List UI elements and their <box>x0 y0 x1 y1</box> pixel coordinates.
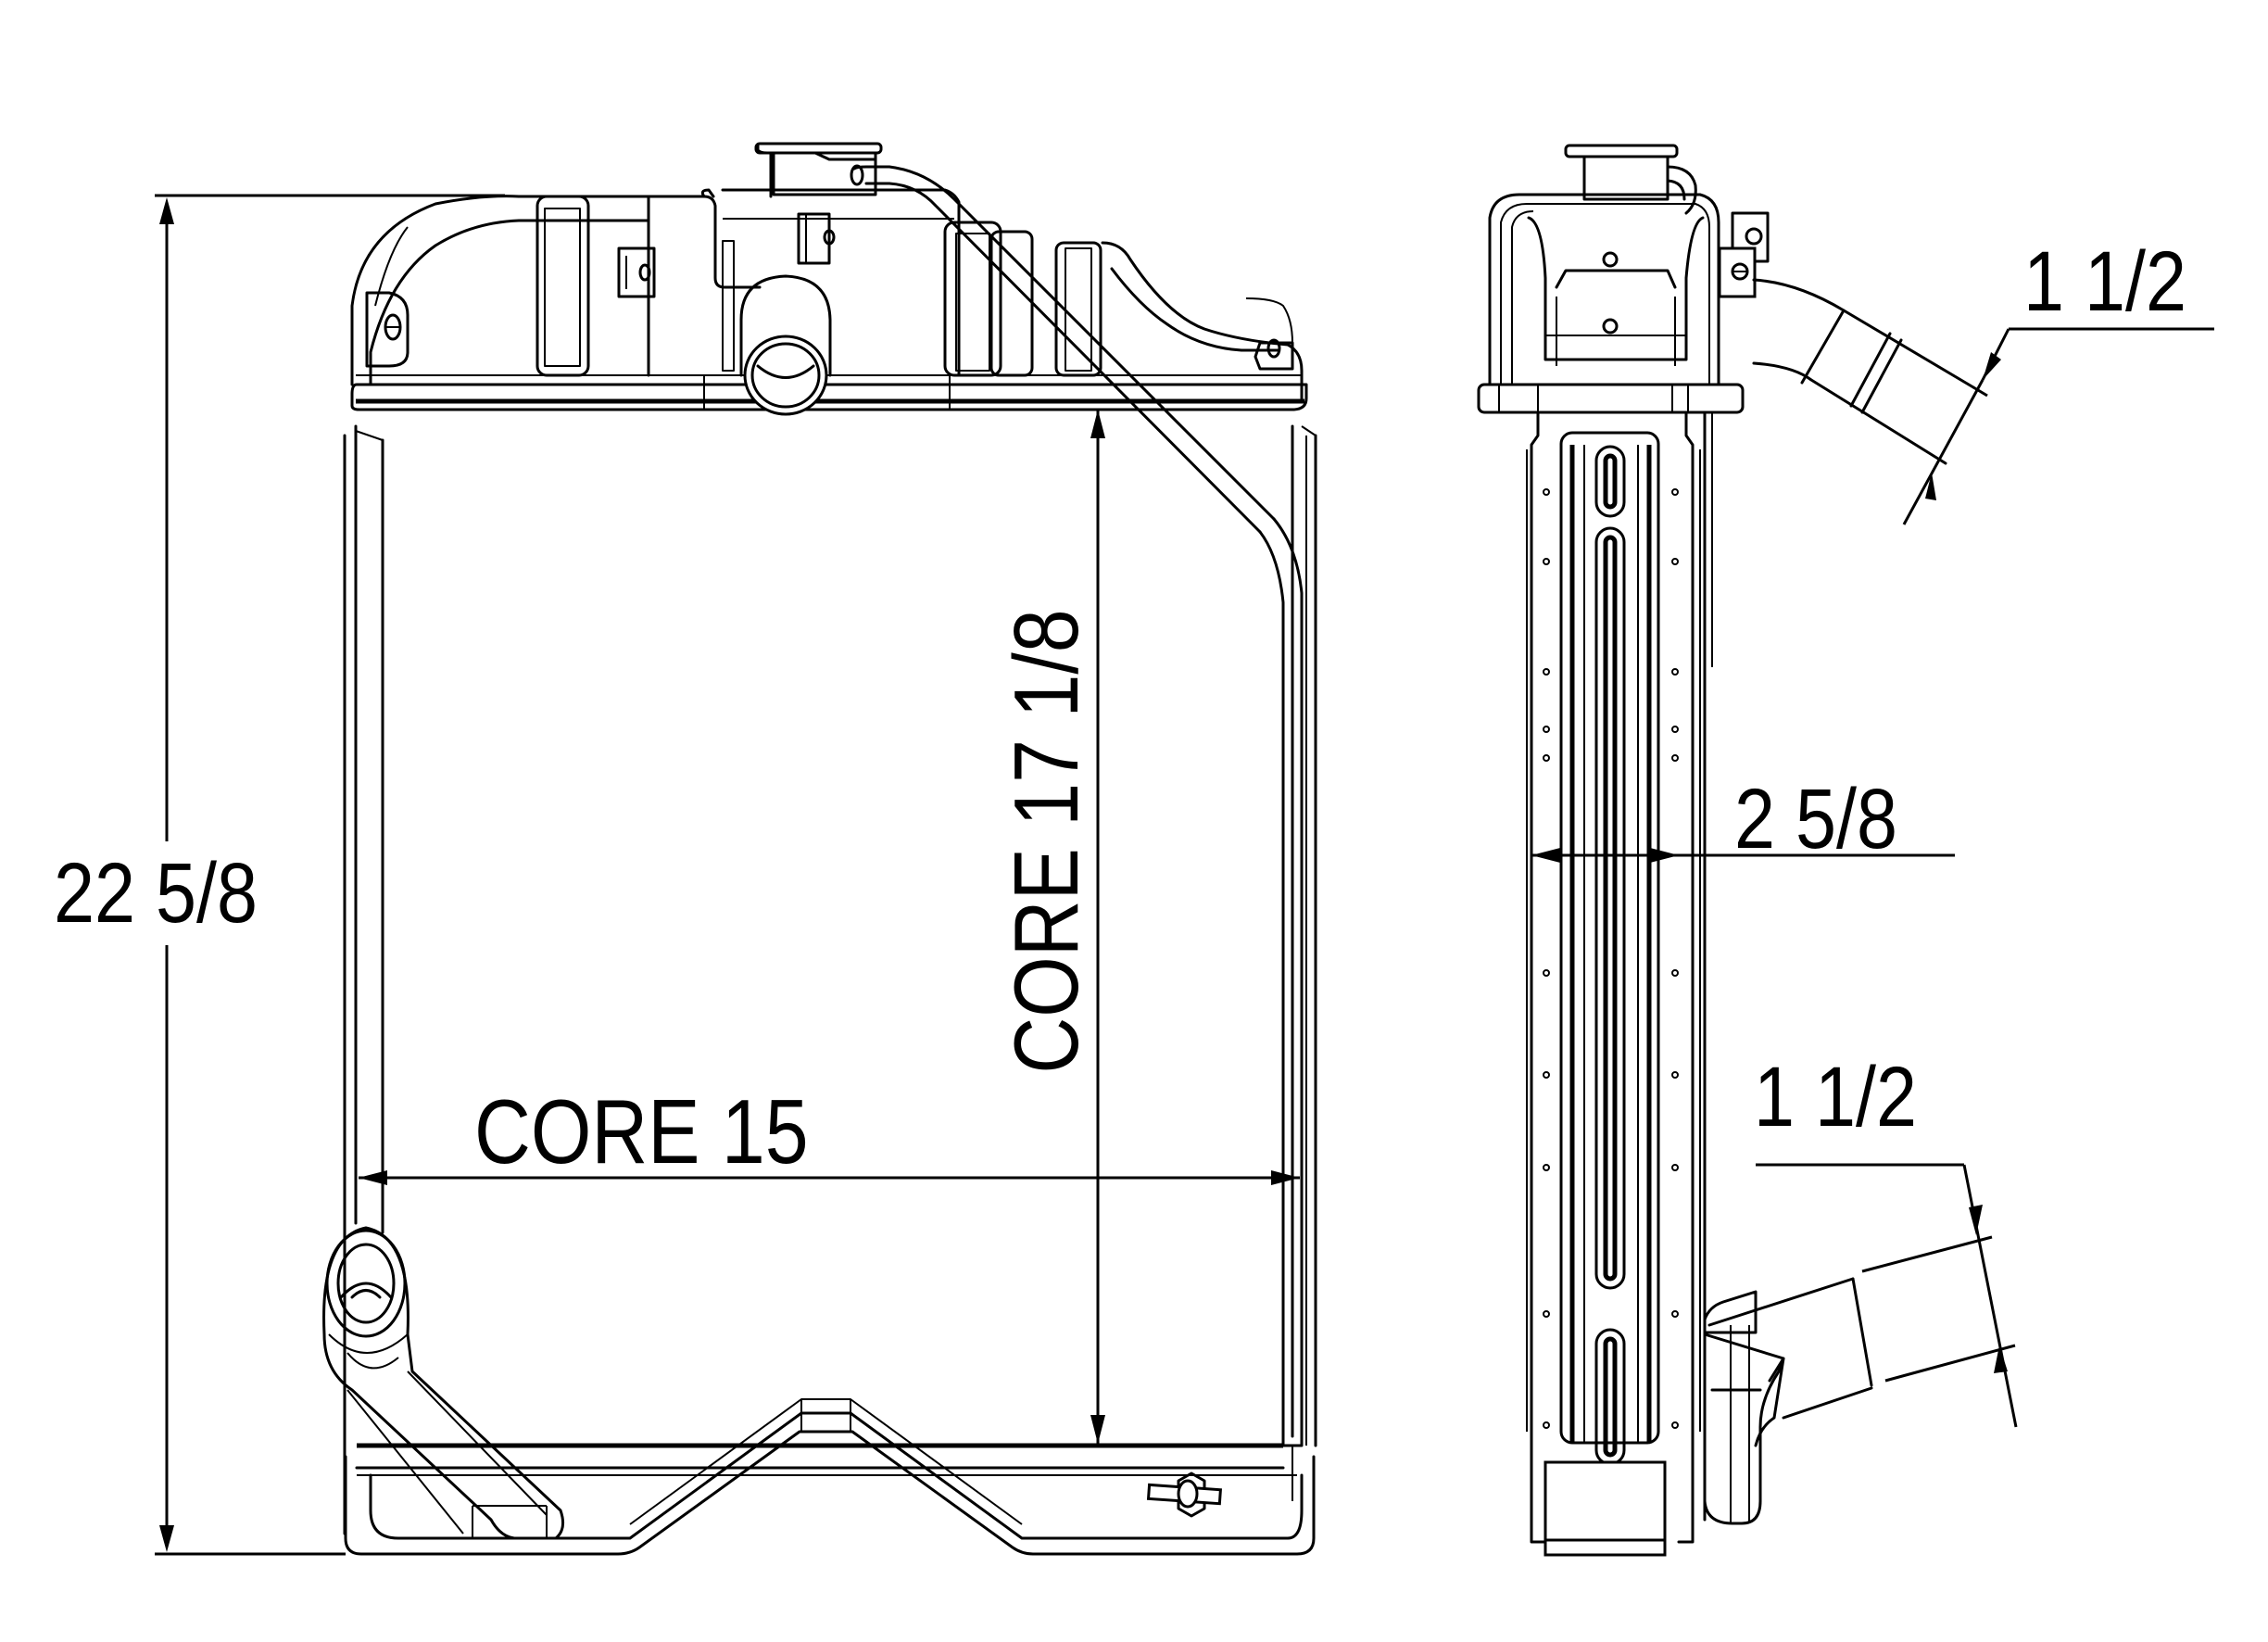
overall-height-dimension <box>155 194 505 1556</box>
side-view <box>1477 144 2016 1557</box>
top-tank <box>350 142 1308 1501</box>
front-view <box>155 142 1317 1556</box>
lower-hose-dimension <box>1756 1163 2018 1428</box>
core-height-label: CORE 17 1/8 <box>995 609 1097 1074</box>
drain-petcock <box>1146 1471 1222 1518</box>
upper-hose-label: 1 1/2 <box>2023 234 2186 329</box>
overall-height-label: 22 5/8 <box>54 846 258 941</box>
lower-hose-label: 1 1/2 <box>1754 1050 1917 1144</box>
core-depth-label: 2 5/8 <box>1734 772 1897 866</box>
core-width-label: CORE 15 <box>474 1080 809 1182</box>
core-width-dimension <box>359 1170 1300 1185</box>
upper-hose-dimension <box>1902 327 2214 525</box>
side-rivets <box>1543 488 1679 1429</box>
core-height-dimension <box>1090 410 1105 1444</box>
bottom-tank <box>322 1226 1316 1556</box>
core-frame <box>343 424 1317 1535</box>
core-depth-dimension <box>1531 848 1955 863</box>
